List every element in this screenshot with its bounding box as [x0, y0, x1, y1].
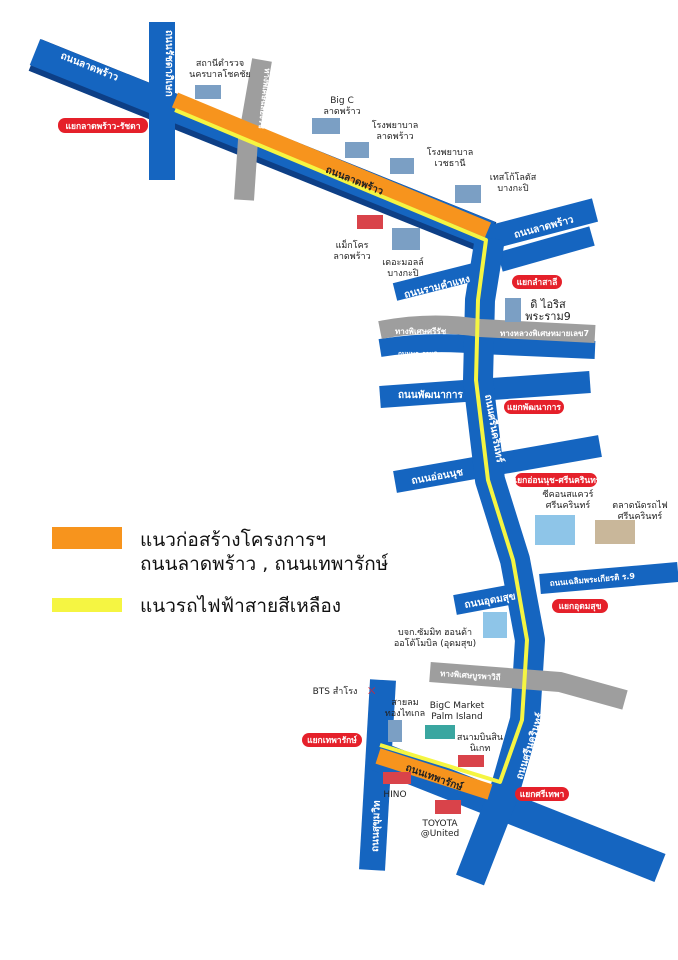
place-label: BTS สำโรง [313, 686, 358, 697]
junction-badge: แยกศรีเทพา [515, 787, 569, 801]
svg-text:แยกอ่อนนุช-ศรีนครินทร์: แยกอ่อนนุช-ศรีนครินทร์ [512, 475, 601, 486]
road-label: ถนนสุขุมวิท [369, 800, 383, 852]
place-label: โรงพยาบาลเวชธานี [427, 147, 474, 169]
junction-badge: แยกอุดมสุข [552, 599, 608, 613]
place-label: ตลาดนัดรถไฟศรีนครินทร์ [612, 500, 667, 522]
place-label: สายลมทองไทเกล [385, 698, 425, 719]
construction-ladprao [171, 92, 492, 238]
building-icon [392, 228, 420, 250]
junction-badge: แยกพัฒนาการ [504, 400, 564, 414]
svg-text:แยกพัฒนาการ: แยกพัฒนาการ [507, 402, 561, 413]
svg-text:แยกลำสาลี: แยกลำสาลี [517, 277, 558, 288]
legend-swatch-yellow-line [52, 598, 122, 612]
junction-badge: แยกอ่อนนุช-ศรีนครินทร์ [512, 473, 601, 487]
building-icon [458, 755, 484, 767]
building-icon [535, 515, 575, 545]
junction-badge: แยกเทพารักษ์ [302, 733, 362, 747]
building-icon [345, 142, 369, 158]
building-icon [357, 215, 383, 229]
legend-label: แนวรถไฟฟ้าสายสีเหลือง [140, 595, 341, 617]
svg-text:แยกอุดมสุข: แยกอุดมสุข [559, 602, 602, 612]
place-label: เดอะมอลล์บางกะปิ [382, 256, 424, 279]
road-label: ถนนพระราม9 [398, 350, 439, 358]
building-icon [435, 800, 461, 814]
legend-label: ถนนลาดพร้าว , ถนนเทพารักษ์ [140, 553, 389, 575]
svg-text:แยกลาดพร้าว-รัชดา: แยกลาดพร้าว-รัชดา [66, 121, 141, 132]
road-label: ทางหลวงพิเศษหมายเลข7 [500, 329, 589, 338]
place-label: HINO [383, 790, 406, 800]
building-icon [195, 85, 221, 99]
road-sukhumvit [359, 679, 396, 871]
building-icon [483, 612, 507, 638]
road-chalerm-prakiat [539, 562, 678, 594]
expressway-burapha-withi [429, 662, 628, 710]
place-label: สถานีตำรวจนครบาลโชคชัย [189, 58, 251, 80]
place-label: TOYOTA@United [421, 819, 460, 839]
place-label: เทสโก้โลตัสบางกะปิ [490, 172, 537, 194]
junction-badge: แยกลำสาลี [512, 275, 562, 289]
place-label: แม็กโครลาดพร้าว [333, 238, 370, 262]
building-icon [425, 725, 455, 739]
building-icon [312, 118, 340, 134]
building-icon [505, 298, 521, 322]
road-ladprao-east [484, 198, 599, 250]
svg-text:แยกเทพารักษ์: แยกเทพารักษ์ [307, 735, 357, 746]
building-icon [390, 158, 414, 174]
legend: แนวก่อสร้างโครงการฯ ถนนลาดพร้าว , ถนนเทพ… [52, 527, 389, 617]
legend-swatch-construction [52, 527, 122, 549]
building-icon [455, 185, 481, 203]
place-label: บจก.ซัมมิท ฮอนด้าออโต้โมบิล (อุดมสุข) [394, 627, 476, 649]
bts-icon: ⛌ [368, 686, 376, 697]
place-label: ดิ ไอริสพระราม9 [525, 298, 570, 323]
market-icon [595, 520, 635, 544]
construction-theparak [375, 748, 493, 800]
place-label: โรงพยาบาลลาดพร้าว [372, 120, 419, 142]
road-label: ทางพิเศษศรีรัช [395, 326, 447, 336]
road-label: ถนนรัชดาภิเษก [163, 30, 175, 97]
legend-label: แนวก่อสร้างโครงการฯ [140, 528, 326, 551]
svg-text:แยกศรีเทพา: แยกศรีเทพา [520, 789, 565, 800]
place-label: สนามบินสินนิเกท [457, 732, 503, 754]
yellow-line [174, 108, 529, 784]
building-icon [388, 720, 402, 742]
junction-badge: แยกลาดพร้าว-รัชดา [58, 118, 148, 133]
building-icon [383, 772, 411, 784]
road-label: ถนนพัฒนาการ [398, 389, 463, 401]
place-label: ซีคอนสแควร์ศรีนครินทร์ [543, 488, 594, 511]
